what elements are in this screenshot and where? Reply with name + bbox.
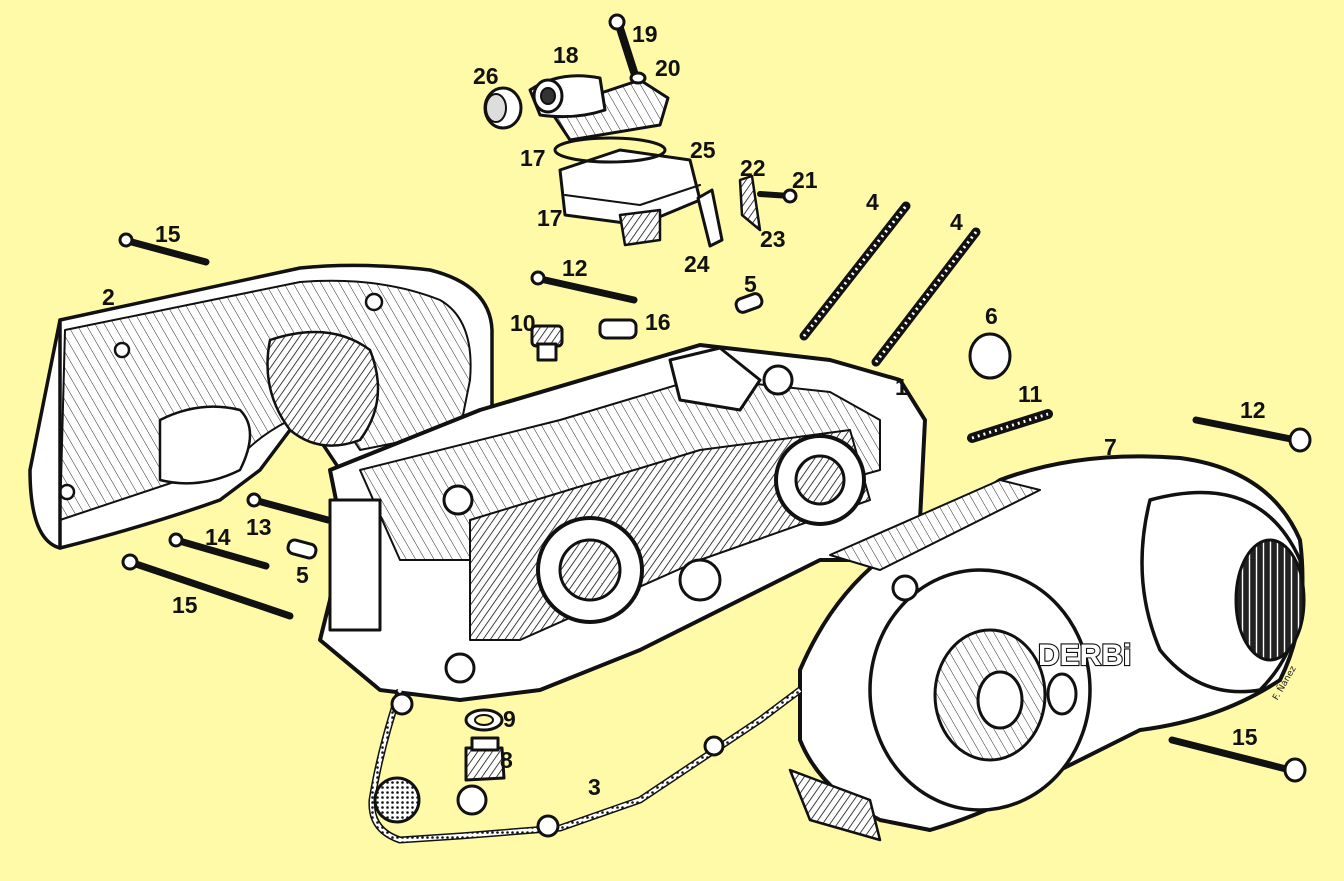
callout-c13: 13	[246, 514, 272, 540]
oil-pump-parts	[696, 174, 798, 248]
gasket	[368, 687, 803, 844]
studs	[799, 201, 981, 367]
callout-c11: 11	[1018, 381, 1043, 407]
callout-c6: 6	[985, 303, 998, 329]
callout-c1: 1	[895, 374, 908, 400]
callout-c17b: 17	[537, 205, 563, 231]
right-variator-cover: DERBi F. Ñánez	[788, 454, 1306, 842]
callout-c4b: 4	[950, 209, 963, 235]
callout-c5b: 5	[296, 562, 309, 588]
callout-c14: 14	[205, 524, 231, 550]
intake-cap	[483, 86, 523, 130]
brand-logo-text: DERBi	[1038, 639, 1131, 672]
callout-c17a: 17	[520, 145, 546, 171]
left-crankcase-cover	[28, 263, 494, 550]
callout-c19: 19	[632, 21, 658, 47]
callout-c3: 3	[588, 774, 601, 800]
callout-c25: 25	[690, 137, 716, 163]
callout-c5a: 5	[744, 271, 757, 297]
callout-c12b: 12	[1240, 397, 1266, 423]
reed-valve-assembly	[528, 74, 702, 247]
callout-c20: 20	[655, 55, 681, 81]
callout-c18: 18	[553, 42, 579, 68]
callout-c15c: 15	[1232, 724, 1258, 750]
callout-c8: 8	[500, 747, 513, 773]
central-crankcase	[318, 343, 927, 702]
plugs-and-caps	[464, 318, 1012, 782]
callout-c7: 7	[1104, 434, 1117, 460]
callout-c2: 2	[102, 284, 115, 310]
callout-c4a: 4	[866, 189, 879, 215]
callout-c16: 16	[645, 309, 671, 335]
callout-labels: 1234455678910111212131415151516171718192…	[102, 21, 1266, 800]
callout-c15b: 15	[172, 592, 198, 618]
callout-c10: 10	[510, 310, 536, 336]
callout-c26: 26	[473, 63, 499, 89]
callout-c21: 21	[792, 167, 818, 193]
callout-c15a: 15	[155, 221, 181, 247]
callout-c12a: 12	[562, 255, 588, 281]
callout-c23: 23	[760, 226, 786, 252]
callout-c9: 9	[503, 706, 516, 732]
callout-c24: 24	[684, 251, 710, 277]
intake-bolt	[608, 13, 647, 85]
dowel-pins	[286, 292, 764, 560]
bolts	[118, 232, 1312, 783]
callout-c22: 22	[740, 155, 766, 181]
